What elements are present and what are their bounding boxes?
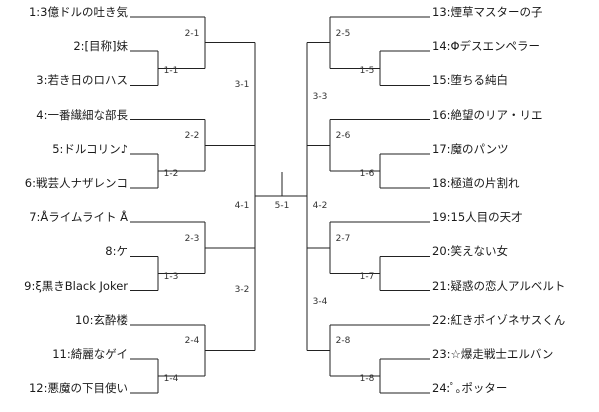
match-label: 2-6 [335,131,351,142]
match-label: 1-6 [359,168,375,179]
entrant-name: 15:堕ちる純白 [432,73,509,88]
match-label: 1-8 [359,374,375,385]
entrant-name: 24:ﾟ｡ポッター [432,381,508,396]
entrant-name: 19:15人目の天才 [432,210,523,225]
entrant-name: 7:Åライムライト Å [29,210,128,225]
entrant-name: 23:☆爆走戦士エルバン [432,347,554,361]
entrant-name: 18:極道の片割れ [432,176,520,190]
entrant-name: 2:[目称]妹 [73,39,128,54]
entrant-name: 5:ドルコリン♪ [52,141,128,156]
match-label: 3-1 [234,79,250,90]
match-label: 3-3 [312,91,328,102]
match-label: 2-3 [184,233,200,244]
entrant-name: 17:魔のパンツ [432,141,509,156]
entrant-name: 10:玄酔楼 [74,312,128,327]
match-label: 5-1 [274,201,290,211]
match-label: 1-4 [163,374,179,385]
entrant-name: 3:若き日のロハス [36,73,128,88]
match-label: 1-3 [163,271,179,282]
match-label: 1-2 [163,168,179,179]
match-label: 1-7 [359,271,375,282]
match-label: 2-7 [335,233,351,244]
entrant-name: 20:笑えない女 [432,244,509,259]
entrant-name: 16:絶望のリア・リエ [432,107,543,122]
entrant-name: 13:煙草マスターの子 [432,5,543,19]
match-label: 2-8 [335,336,351,347]
entrant-name: 11:綺麗なゲイ [52,347,128,361]
match-label: 4-1 [234,201,250,211]
entrant-name: 8:ケ [105,244,128,259]
match-label: 2-4 [184,336,200,347]
match-label: 4-2 [312,201,328,211]
entrant-name: 1:3億ドルの吐き気 [28,5,128,19]
match-label: 2-5 [335,28,351,39]
entrant-name: 14:Φデスエンペラー [432,39,541,54]
entrant-name: 21:疑惑の恋人アルベルト [432,278,566,293]
entrant-name: 12:悪魔の下目使い [28,381,128,396]
match-label: 2-1 [184,28,200,39]
entrant-name: 22:紅きポイゾネサスくん [432,312,566,327]
match-label: 1-1 [163,66,179,77]
match-label: 1-5 [359,66,375,77]
match-label: 3-2 [234,285,250,296]
match-label: 2-2 [184,131,200,142]
entrant-name: 9:ξ黒きBlack Joker [24,278,128,293]
entrant-name: 4:一番繊細な部長 [36,107,128,122]
entrant-name: 6:戦芸人ナザレンコ [24,176,128,190]
match-label: 3-4 [312,297,328,308]
